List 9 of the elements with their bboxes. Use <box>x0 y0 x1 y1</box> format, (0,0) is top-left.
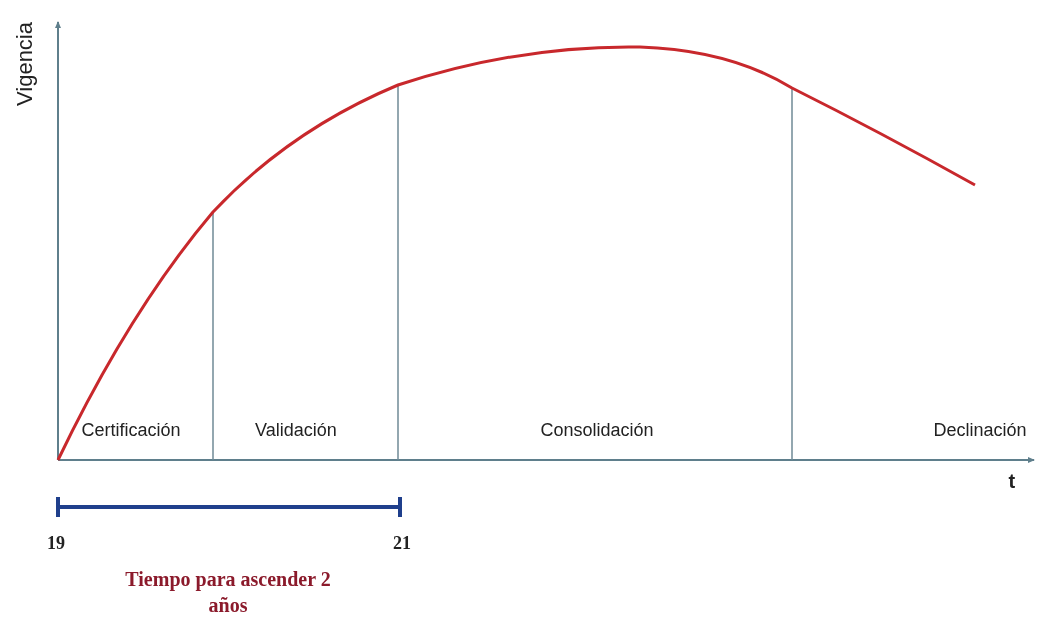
axis-label: t <box>1008 470 1016 493</box>
caption: Tiempo para ascender 2 años <box>124 567 332 618</box>
tick-label: 21 <box>393 533 411 554</box>
phase-label: Declinación <box>933 420 1027 441</box>
phase-label: Certificación <box>81 420 181 441</box>
tick-label: 19 <box>47 533 65 554</box>
phase-label: Consolidación <box>540 420 654 441</box>
axis-label: Vigencia <box>12 22 38 106</box>
phase-label: Validación <box>255 420 337 441</box>
